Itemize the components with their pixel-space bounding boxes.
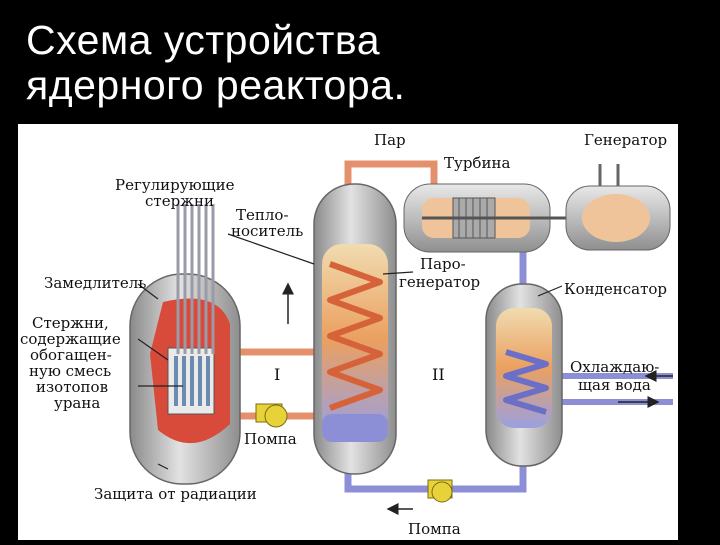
label-pump-secondary: Помпа [408,520,461,538]
pump-secondary [427,479,453,503]
label-fuel-rods-3: обогащен- [30,346,112,364]
label-fuel-rods-2: содержащие [20,330,121,348]
label-moderator: Замедлитель [44,274,146,292]
label-circuit-secondary: II [432,365,445,384]
label-control-rods-2: стержни [145,192,214,210]
label-generator: Генератор [584,131,667,149]
leader-lines [137,233,563,470]
label-condenser: Конденсатор [564,280,667,298]
turbine [403,183,578,253]
label-cooling-water-1: Охлаждаю- [570,358,659,376]
slide-title: Схема устройства ядерного реактора. [26,18,706,108]
generator [565,164,671,251]
label-fuel-rods-5: изотопов [36,378,108,396]
steam-generator [313,183,397,475]
fuel-rods [174,356,210,406]
steam-pipe [344,160,438,192]
label-coolant-1: Тепло- [236,206,289,224]
pump-primary [255,403,288,428]
label-fuel-rods-4: ную смесь [29,362,111,380]
label-radiation-shield: Защита от радиации [94,485,257,503]
label-steam-generator-1: Паро- [420,255,466,273]
label-circuit-primary: I [274,365,280,384]
label-pump-primary: Помпа [244,430,297,448]
condenser [485,283,563,467]
reactor-diagram: Пар Генератор Турбина Регулирующие стерж… [18,124,678,540]
slide-title-line-2: ядерного реактора. [26,62,406,108]
label-turbine: Турбина [444,154,510,172]
label-fuel-rods-1: Стержни, [32,314,109,332]
label-steam: Пар [374,131,406,149]
flow-arrows [282,282,673,515]
control-rods [176,204,215,354]
slide-title-line-1: Схема устройства [26,17,381,63]
label-coolant-2: носитель [231,222,303,240]
label-fuel-rods-6: урана [54,394,100,412]
label-cooling-water-2: щая вода [578,376,651,394]
label-steam-generator-2: генератор [399,273,480,291]
label-control-rods-1: Регулирующие [115,176,235,194]
